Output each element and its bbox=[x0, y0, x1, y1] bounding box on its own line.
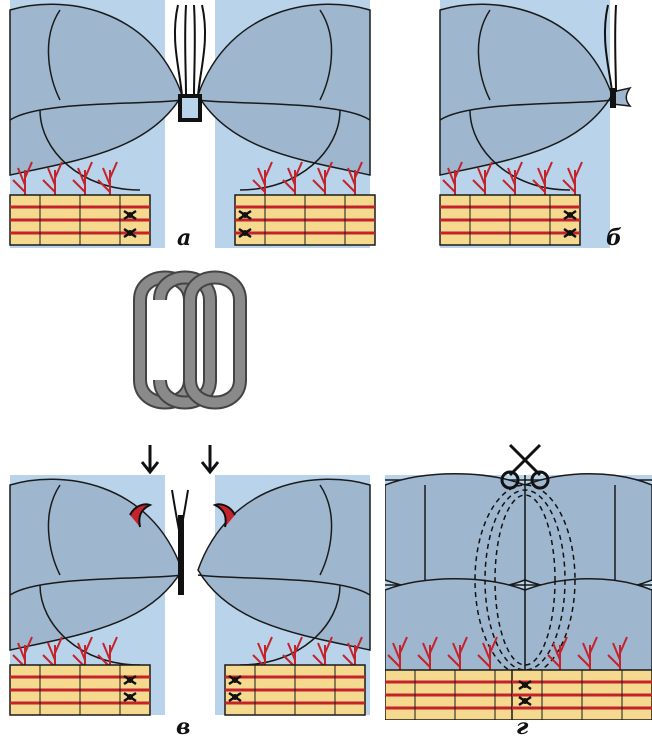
arrows bbox=[130, 440, 230, 480]
down-arrow-left bbox=[142, 445, 158, 472]
panel-b bbox=[430, 0, 650, 260]
diagram-closed-end bbox=[430, 0, 650, 260]
ring-icon bbox=[120, 270, 260, 420]
panel-label-g: г bbox=[516, 714, 528, 740]
panel-label-v: в bbox=[176, 714, 190, 740]
panel-label-a: а bbox=[177, 225, 191, 251]
diagram-ring-inserted bbox=[0, 475, 380, 720]
panel-a bbox=[0, 0, 380, 260]
panel-g bbox=[385, 435, 652, 720]
diagram-completed-anastomosis bbox=[385, 435, 652, 720]
down-arrow-right bbox=[202, 445, 218, 472]
compression-ring bbox=[120, 270, 260, 420]
diagram-anastomosis-sutured bbox=[0, 0, 380, 260]
panel-label-b: б bbox=[606, 225, 622, 251]
panel-v bbox=[0, 475, 380, 720]
